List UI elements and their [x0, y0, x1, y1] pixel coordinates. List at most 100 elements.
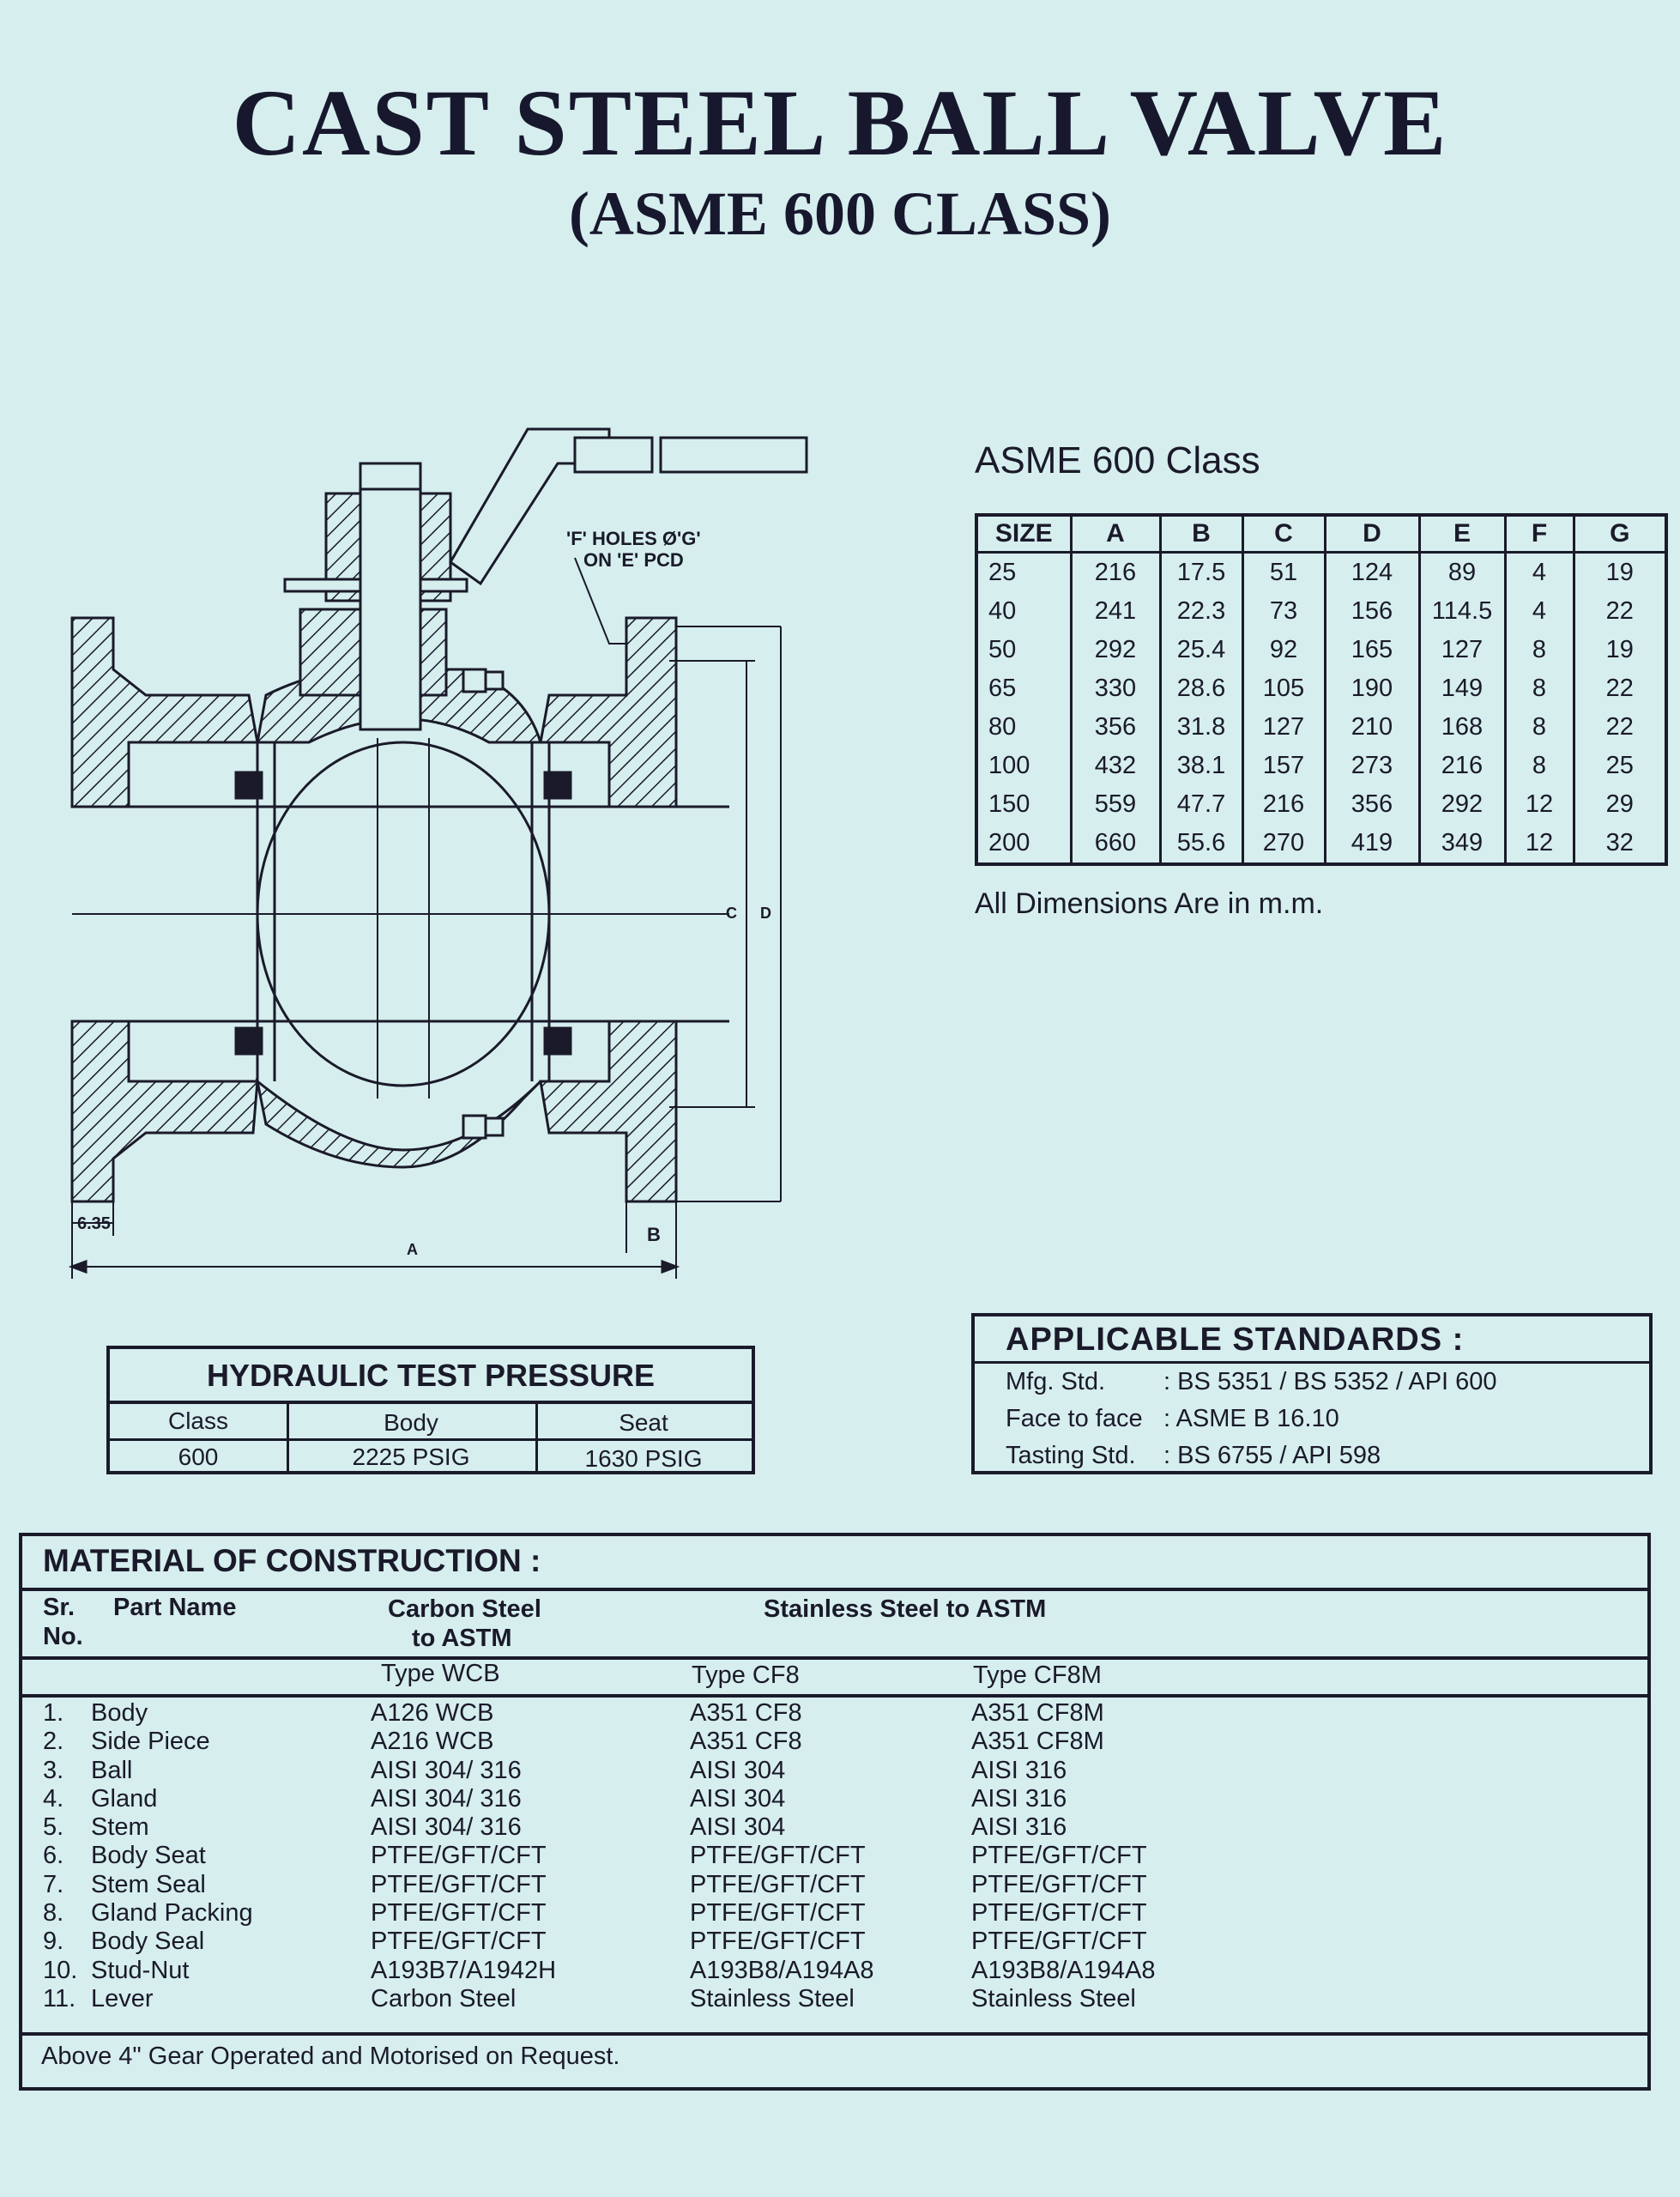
dimension-cell: 241	[1069, 592, 1162, 631]
material-row-item: PTFE/GFT/CFT	[371, 1899, 556, 1928]
material-row-item: PTFE/GFT/CFT	[971, 1842, 1155, 1870]
material-row-item: A216 WCB	[371, 1728, 556, 1756]
col-header: B	[1158, 513, 1244, 554]
page-subtitle: (ASME 600 CLASS)	[568, 179, 1112, 248]
header-sr: Sr.	[43, 1594, 76, 1621]
dimension-cell: 190	[1323, 669, 1421, 708]
dimension-cell: 432	[1069, 747, 1162, 785]
dim-label-b: B	[647, 1224, 661, 1245]
cf8m-value: PTFE/GFT/CFT	[971, 1899, 1147, 1928]
cf8-value: AISI 304	[690, 1784, 786, 1813]
right-flange-upper	[539, 616, 678, 808]
dimension-cell: 22	[1572, 669, 1668, 708]
material-row-item: A193B7/A1942H	[371, 1957, 556, 1985]
hydraulic-test-pressure-box: HYDRAULIC TEST PRESSURE Class Body Seat …	[106, 1346, 755, 1474]
dimension-cell: 17.5	[1158, 552, 1244, 592]
size-cell: 25	[975, 552, 1073, 592]
dim-label-a: A	[407, 1241, 418, 1258]
part-value: Body Seat	[91, 1842, 206, 1870]
stem	[359, 470, 422, 731]
dim-label-d: D	[760, 905, 771, 922]
type-wcb: Type WCB	[381, 1660, 500, 1687]
row-number: 3.	[43, 1756, 64, 1784]
dimension-cell: 419	[1323, 824, 1421, 864]
material-row-item: AISI 304/ 316	[371, 1785, 556, 1813]
row-number: 6.	[43, 1842, 64, 1870]
material-row-item: PTFE/GFT/CFT	[371, 1928, 556, 1956]
size-cell: 50	[975, 631, 1073, 669]
dimension-cell: 8	[1503, 747, 1575, 785]
material-row-item: 11.Lever	[43, 1985, 253, 2013]
dimension-cell: 22.3	[1158, 592, 1244, 631]
part-value: Lever	[91, 1984, 154, 2012]
standards-title: APPLICABLE STANDARDS :	[1006, 1322, 1465, 1358]
cf8m-value: Stainless Steel	[971, 1984, 1136, 2012]
wcb-value: A193B7/A1942H	[371, 1956, 557, 1984]
part-value: Stud-Nut	[91, 1956, 190, 1984]
dim-label-635: 6.35	[77, 1214, 111, 1233]
material-row-item: Stainless Steel	[690, 1985, 873, 2013]
dimension-cell: 124	[1323, 552, 1421, 592]
hydraulic-header-class: Class	[167, 1407, 228, 1434]
part-value: Gland Packing	[91, 1899, 253, 1928]
row-number: 8.	[43, 1899, 64, 1928]
material-row-item: Stainless Steel	[971, 1985, 1155, 2013]
dimension-cell: 559	[1069, 785, 1162, 824]
part-value: Side Piece	[91, 1728, 210, 1756]
part-value: Gland	[91, 1784, 158, 1813]
row-number: 2.	[43, 1728, 64, 1756]
wcb-value: A216 WCB	[371, 1728, 494, 1756]
hydraulic-title: HYDRAULIC TEST PRESSURE	[206, 1358, 656, 1393]
hydraulic-header-seat: Seat	[619, 1409, 668, 1436]
header-part-name: Part Name	[113, 1594, 237, 1621]
dimension-cell: 12	[1503, 824, 1575, 864]
dimension-cell: 330	[1069, 669, 1162, 708]
body-bottom	[255, 1078, 542, 1169]
dimension-cell: 8	[1503, 631, 1575, 669]
material-row-item: PTFE/GFT/CFT	[971, 1871, 1155, 1899]
material-row-item: Carbon Steel	[371, 1985, 556, 2013]
cf8-value: PTFE/GFT/CFT	[690, 1928, 866, 1956]
wcb-value: PTFE/GFT/CFT	[371, 1870, 547, 1898]
cf8-value: A351 CF8	[690, 1728, 802, 1756]
dimension-cell: 114.5	[1417, 592, 1507, 631]
wcb-value: AISI 304/ 316	[371, 1756, 522, 1784]
dimension-cell: 29	[1572, 785, 1668, 824]
part-value: Body	[91, 1699, 148, 1727]
material-row-item: AISI 304	[690, 1785, 873, 1813]
material-row-item: AISI 304	[690, 1757, 873, 1785]
hydraulic-value-class: 600	[178, 1443, 219, 1470]
material-row-item: AISI 316	[971, 1757, 1155, 1785]
cf8-value: Stainless Steel	[690, 1984, 855, 2012]
material-row-item: AISI 316	[971, 1785, 1155, 1813]
part-value: Ball	[91, 1756, 133, 1784]
dimension-cell: 127	[1417, 631, 1507, 669]
header-stainless: Stainless Steel to ASTM	[764, 1595, 1047, 1623]
cf8m-value: A351 CF8M	[971, 1699, 1104, 1727]
cf8m-value: A193B8/A194A8	[971, 1956, 1156, 1984]
material-of-construction-box: MATERIAL OF CONSTRUCTION : Sr. No. Part …	[19, 1533, 1651, 2091]
dimension-cell: 149	[1417, 669, 1507, 708]
dimension-cell: 28.6	[1158, 669, 1244, 708]
size-cell: 65	[975, 669, 1073, 708]
dimension-cell: 12	[1503, 785, 1575, 824]
material-row-item: 10.Stud-Nut	[43, 1957, 253, 1985]
standard-row: Tasting Std.: BS 6755 / API 598	[1006, 1442, 1381, 1470]
header-carbon-astm: to ASTM	[412, 1625, 512, 1652]
col-header: C	[1241, 513, 1326, 554]
dimension-cell: 210	[1323, 708, 1421, 747]
standard-value: : BS 5351 / BS 5352 / API 600	[1163, 1368, 1497, 1395]
wcb-value: AISI 304/ 316	[371, 1813, 522, 1842]
dimension-cell: 127	[1241, 708, 1326, 747]
cf8m-value: PTFE/GFT/CFT	[971, 1870, 1147, 1898]
standard-label: Mfg. Std.	[1006, 1368, 1106, 1395]
cf8-value: AISI 304	[690, 1756, 786, 1784]
dimension-cell: 8	[1503, 708, 1575, 747]
